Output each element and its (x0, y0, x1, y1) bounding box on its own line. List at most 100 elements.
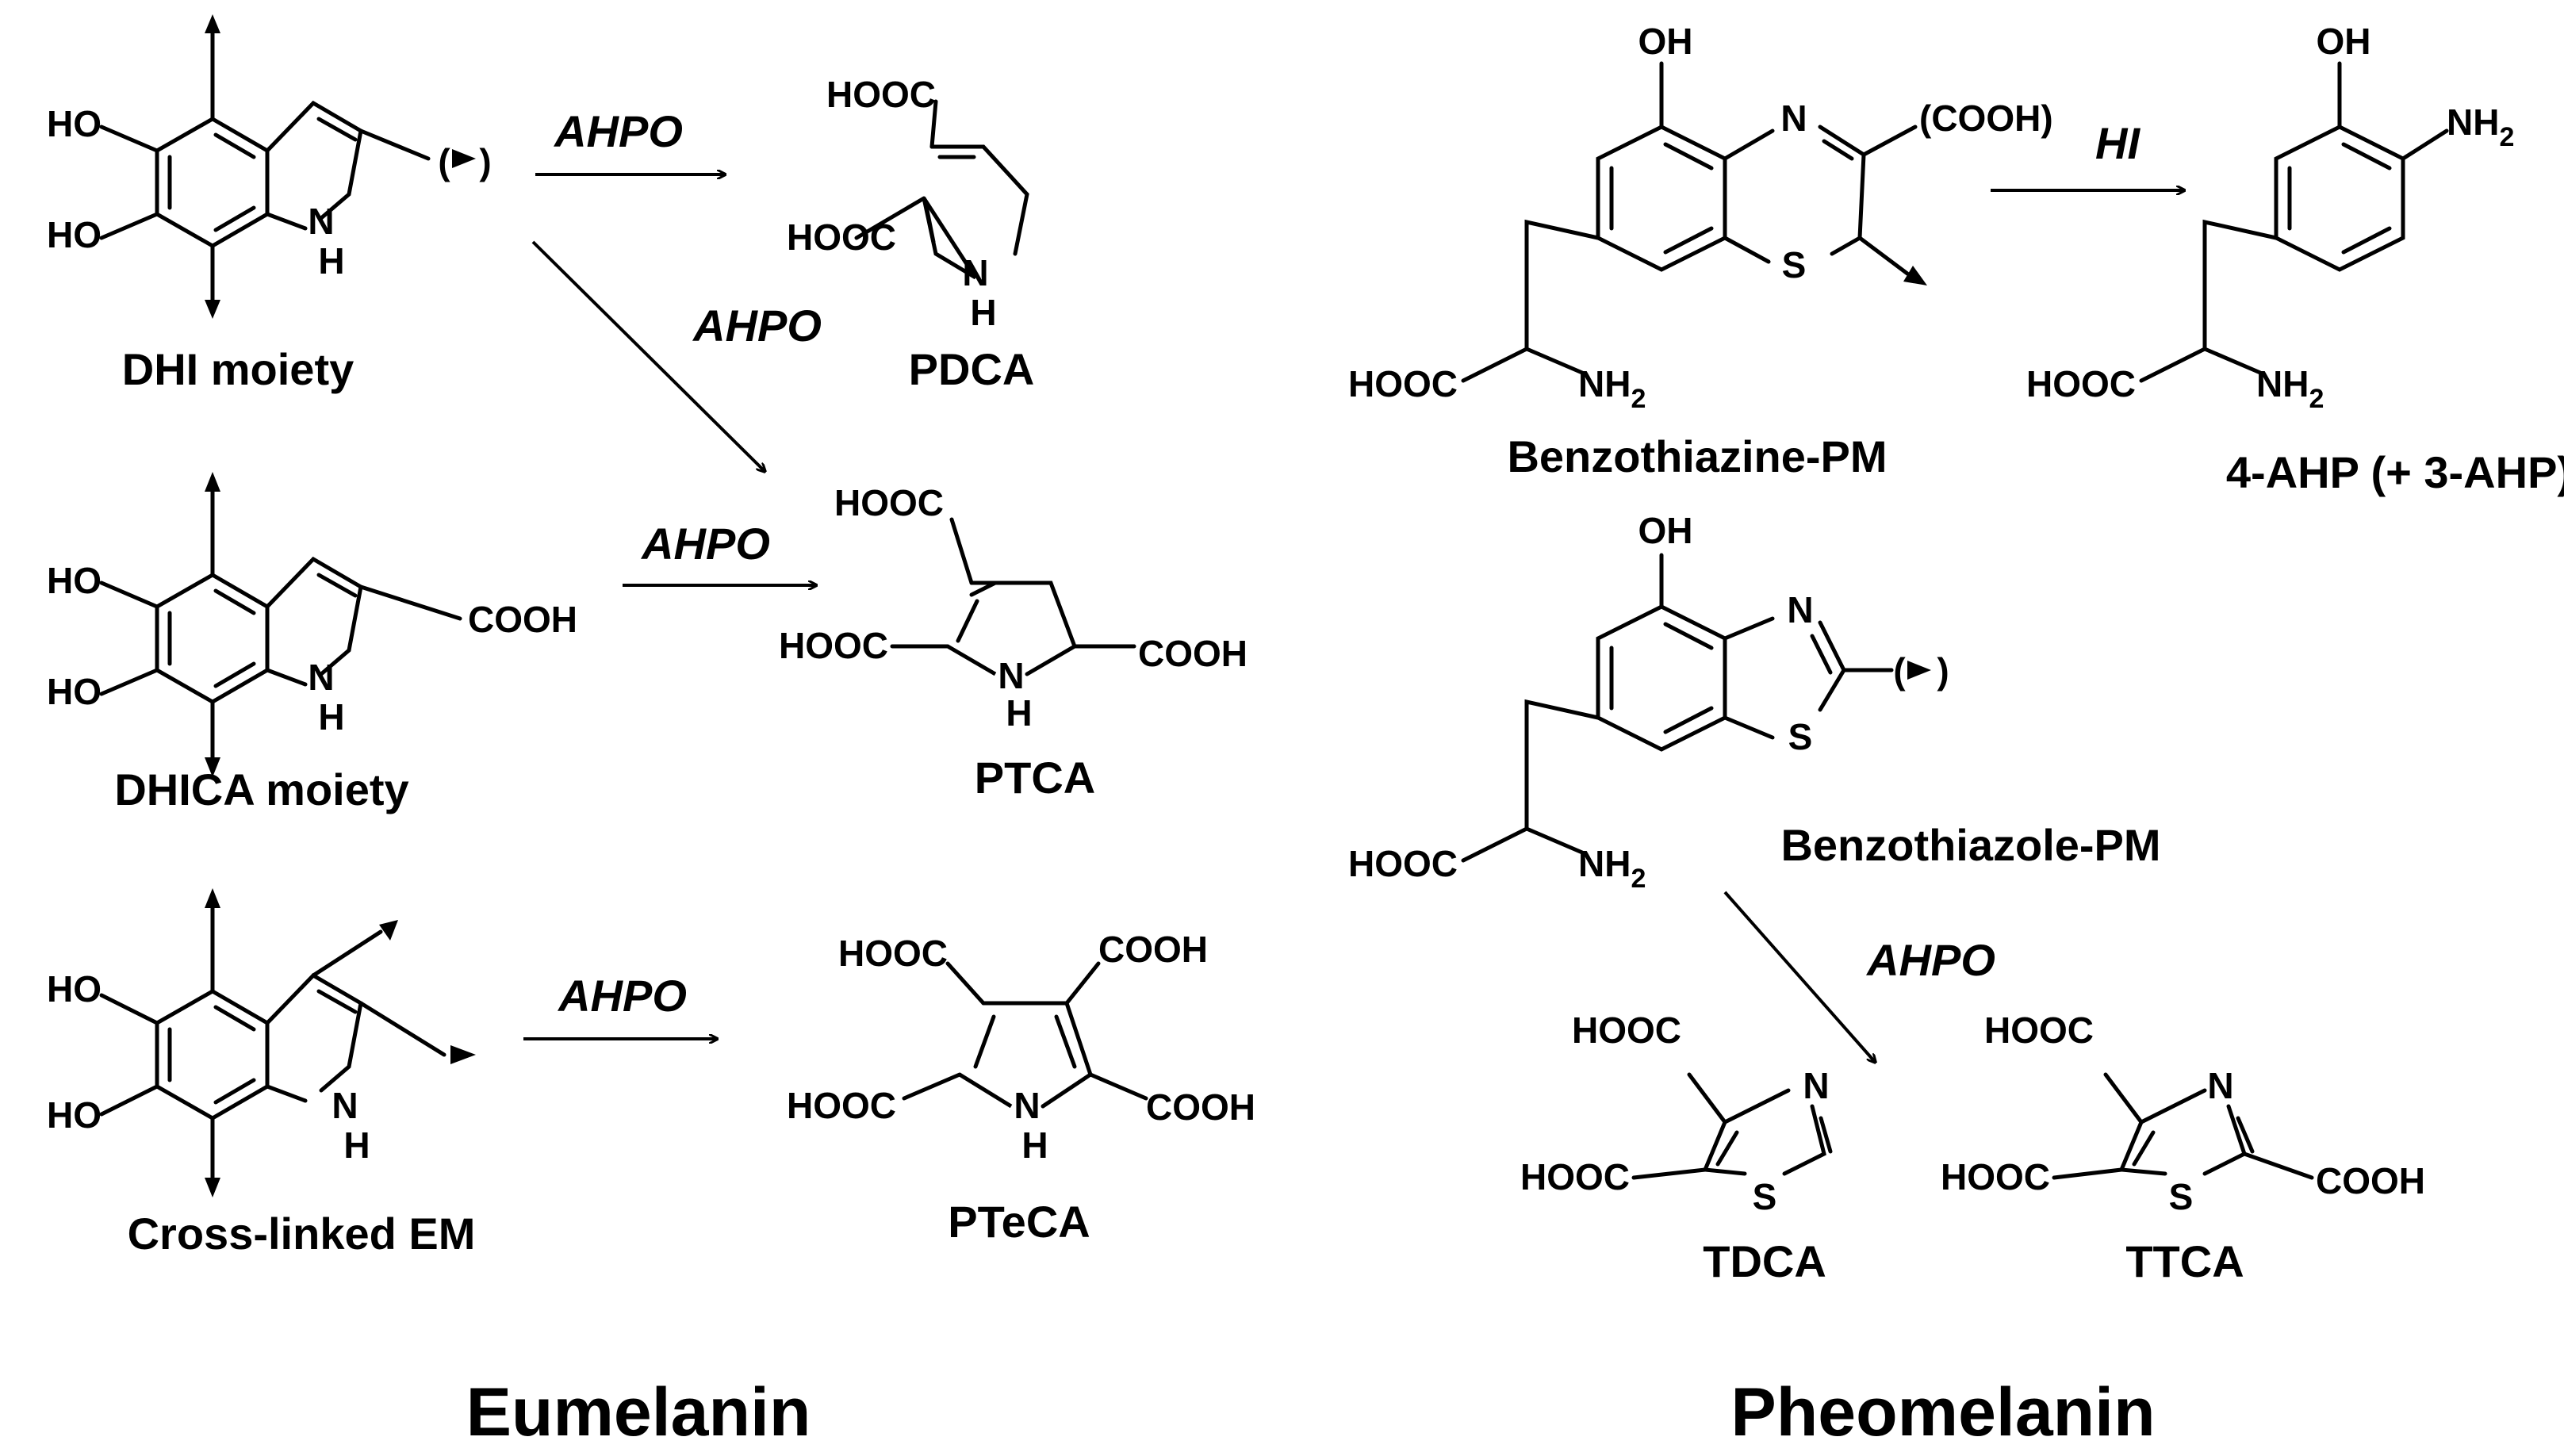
structure-caption: DHICA moiety (114, 764, 408, 814)
atom-label: OH (2317, 21, 2371, 62)
atom-label: HO (47, 1094, 102, 1136)
reagent-label: AHPO (557, 971, 687, 1021)
structure-caption: DHI moiety (122, 344, 355, 394)
atom-label: N (308, 201, 334, 242)
arrowhead-icon (452, 149, 476, 168)
arrowhead-icon (205, 300, 220, 319)
atom-label: S (1788, 716, 1813, 757)
arrowhead-icon (205, 888, 220, 908)
atom-label: N (998, 655, 1024, 696)
atom-label: N (1014, 1085, 1040, 1126)
ptca-structure: N H HOOC HOOC COOH PTCA (779, 482, 1248, 803)
atom-label: HOOC (826, 74, 936, 115)
structure-caption: PTeCA (948, 1197, 1090, 1247)
atom-label: HOOC (1572, 1010, 1681, 1051)
reagent-label: HI (2095, 118, 2140, 168)
atom-label: NH2 (1578, 843, 1646, 894)
atom-label: ) (1937, 650, 1949, 692)
hi-reaction-arrow: HI (1991, 118, 2185, 190)
atom-label: HOOC (838, 933, 948, 974)
arrowhead-icon (1903, 266, 1927, 285)
arrowhead-icon (1907, 661, 1931, 680)
section-title-eumelanin: Eumelanin (466, 1374, 811, 1450)
atom-label: OH (1638, 21, 1693, 62)
atom-label: HOOC (1348, 843, 1458, 884)
atom-label: HOOC (1941, 1156, 2050, 1197)
atom-label: HOOC (779, 625, 888, 666)
section-title-pheomelanin: Pheomelanin (1730, 1374, 2155, 1450)
arrowhead-icon (450, 1045, 476, 1064)
atom-label: NH2 (2256, 363, 2324, 414)
reagent-label: AHPO (553, 106, 683, 156)
atom-label: HOOC (2026, 363, 2136, 404)
atom-label: COOH (1146, 1086, 1255, 1128)
atom-label: ( (438, 141, 450, 182)
atom-label: HOOC (787, 1085, 896, 1126)
cross-linked-em-structure: HO HO N H Cross-linked EM (47, 888, 476, 1259)
4-ahp-structure: OH NH2 HOOC NH2 4-AHP (+ 3-AHP) (2026, 21, 2564, 497)
atom-label: N (962, 252, 988, 293)
atom-label: OH (1638, 510, 1693, 551)
atom-label: NH2 (2447, 102, 2514, 152)
atom-label: N (2207, 1065, 2233, 1106)
structure-caption: PTCA (975, 753, 1095, 803)
arrowhead-icon (205, 1178, 220, 1197)
atom-label: S (1782, 244, 1807, 285)
ttca-structure: N S HOOC HOOC COOH TTCA (1941, 1010, 2425, 1286)
atom-label: H (1006, 692, 1032, 734)
atom-label: H (318, 240, 344, 282)
arrowhead-icon (379, 920, 398, 941)
atom-label: HOOC (834, 482, 944, 523)
atom-label: NH2 (1578, 363, 1646, 414)
reagent-label: AHPO (692, 301, 822, 351)
atom-label: HOOC (787, 216, 896, 258)
atom-label: COOH (468, 599, 577, 640)
atom-label: H (318, 696, 344, 738)
arrowhead-icon (205, 472, 220, 492)
atom-label: COOH (1138, 633, 1248, 674)
benzothiazine-pm-structure: OH N S (COOH) HOOC NH2 Benzothiazine-PM (1348, 21, 2053, 481)
atom-label: COOH (1098, 929, 1208, 970)
arrowhead-icon (205, 14, 220, 33)
atom-label: (COOH) (1919, 98, 2053, 139)
atom-label: HOOC (1520, 1156, 1630, 1197)
structure-caption: 4-AHP (+ 3-AHP) (2226, 447, 2564, 497)
pheomelanin-reaction-arrow: AHPO (1723, 891, 1995, 1063)
dhi-structure: HO HO N H ( ) DHI moiety (47, 14, 492, 394)
structure-caption: TDCA (1703, 1236, 1826, 1286)
structure-caption: TTCA (2125, 1236, 2244, 1286)
atom-label: N (308, 657, 334, 698)
atom-label: H (1021, 1125, 1048, 1166)
atom-label: HO (47, 103, 102, 144)
dhica-structure: HO HO N H COOH DHICA moiety (47, 472, 577, 814)
structure-caption: Benzothiazine-PM (1507, 431, 1887, 481)
structure-caption: PDCA (909, 344, 1035, 394)
structure-caption: Benzothiazole-PM (1780, 820, 2160, 870)
atom-label: HO (47, 968, 102, 1010)
arrowhead-icon (205, 757, 220, 777)
atom-label: ) (479, 141, 491, 182)
atom-label: N (332, 1085, 358, 1126)
atom-label: HOOC (1348, 363, 1458, 404)
reagent-label: AHPO (1865, 935, 1995, 985)
atom-label: HO (47, 671, 102, 712)
atom-label: N (1787, 589, 1813, 630)
benzothiazole-pm-structure: OH N S ( ) HOOC NH2 Benzothiazole-PM (1348, 510, 2161, 894)
atom-label: S (2169, 1176, 2194, 1217)
atom-label: H (970, 292, 996, 333)
structure-caption: Cross-linked EM (128, 1209, 476, 1259)
eumelanin-reaction-arrows: AHPO AHPO AHPO AHPO (523, 106, 822, 1039)
atom-label: HOOC (1984, 1010, 2094, 1051)
atom-label: COOH (2316, 1160, 2425, 1201)
tdca-structure: N S HOOC HOOC TDCA (1520, 1010, 1833, 1286)
pteca-structure: N H HOOC COOH HOOC COOH PTeCA (787, 929, 1255, 1247)
atom-label: N (1780, 98, 1807, 139)
atom-label: HO (47, 214, 102, 255)
pdca-structure: N H HOOC HOOC PDCA (787, 74, 1034, 394)
atom-label: H (343, 1125, 370, 1166)
reagent-label: AHPO (640, 519, 770, 569)
atom-label: S (1753, 1176, 1777, 1217)
atom-label: ( (1893, 650, 1906, 692)
atom-label: HO (47, 560, 102, 601)
